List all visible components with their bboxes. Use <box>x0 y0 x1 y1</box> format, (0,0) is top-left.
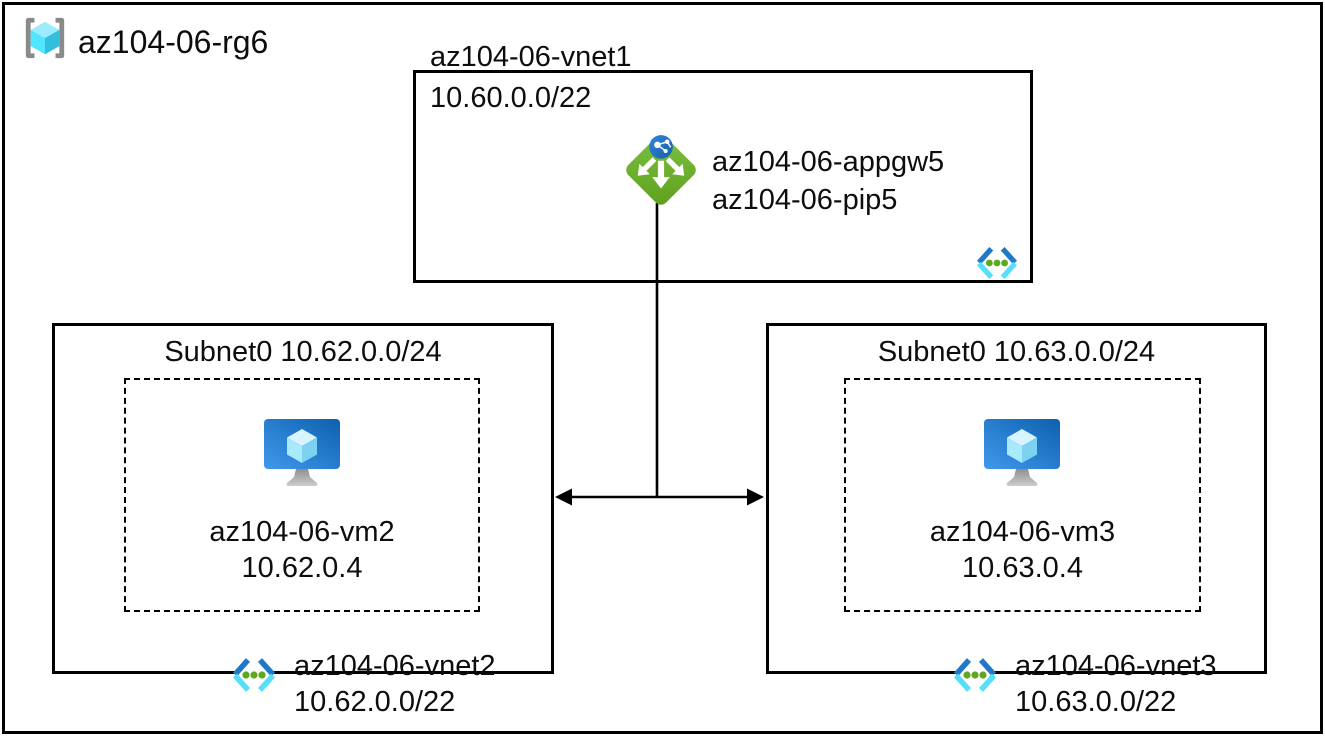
vnet2-name: az104-06-vnet2 <box>294 650 496 682</box>
vnet3-box: Subnet0 10.63.0.0/24 az104-06-vm3 10.63.… <box>766 323 1267 718</box>
vnet2-subnet-boundary <box>124 378 480 612</box>
vnet3-subnet-boundary <box>844 378 1201 612</box>
vnet2-cidr: 10.62.0.0/22 <box>294 686 456 718</box>
vm2-name: az104-06-vm2 <box>209 516 395 548</box>
vnet3-labels: az104-06-vnet3 10.63.0.0/22 <box>1015 648 1217 720</box>
app-gateway-name: az104-06-appgw5 <box>712 146 945 178</box>
vm3-name: az104-06-vm3 <box>929 516 1116 548</box>
vnet3-cidr: 10.63.0.0/22 <box>1015 686 1177 718</box>
vnet1-name: az104-06-vnet1 <box>430 41 632 73</box>
vnet3-name: az104-06-vnet3 <box>1015 650 1217 682</box>
vnet2-labels: az104-06-vnet2 10.62.0.0/22 <box>294 648 496 720</box>
vnet1-cidr: 10.60.0.0/22 <box>430 82 592 114</box>
application-gateway-icon <box>622 131 700 209</box>
resource-group-label: az104-06-rg6 <box>78 24 269 60</box>
virtual-network-icon <box>949 655 1001 695</box>
virtual-network-icon <box>228 655 280 695</box>
vnet2-subnet-label: Subnet0 10.62.0.0/24 <box>164 336 442 368</box>
vm2-ip: 10.62.0.4 <box>241 552 363 584</box>
virtual-machine-icon <box>263 418 341 490</box>
vnet1-box: az104-06-vnet1 10.60.0.0/22 az104-06-app… <box>413 41 1033 283</box>
vm3-ip: 10.63.0.4 <box>962 552 1083 584</box>
public-ip-name: az104-06-pip5 <box>712 184 898 216</box>
vnet2-box: Subnet0 10.62.0.0/24 az104-06-vm2 10.62.… <box>52 323 554 718</box>
resource-group-icon <box>22 16 68 60</box>
vnet3-subnet-label: Subnet0 10.63.0.0/24 <box>877 336 1156 368</box>
virtual-machine-icon <box>983 418 1061 490</box>
app-gateway-labels: az104-06-appgw5 az104-06-pip5 <box>712 143 944 219</box>
virtual-network-icon <box>972 244 1022 282</box>
